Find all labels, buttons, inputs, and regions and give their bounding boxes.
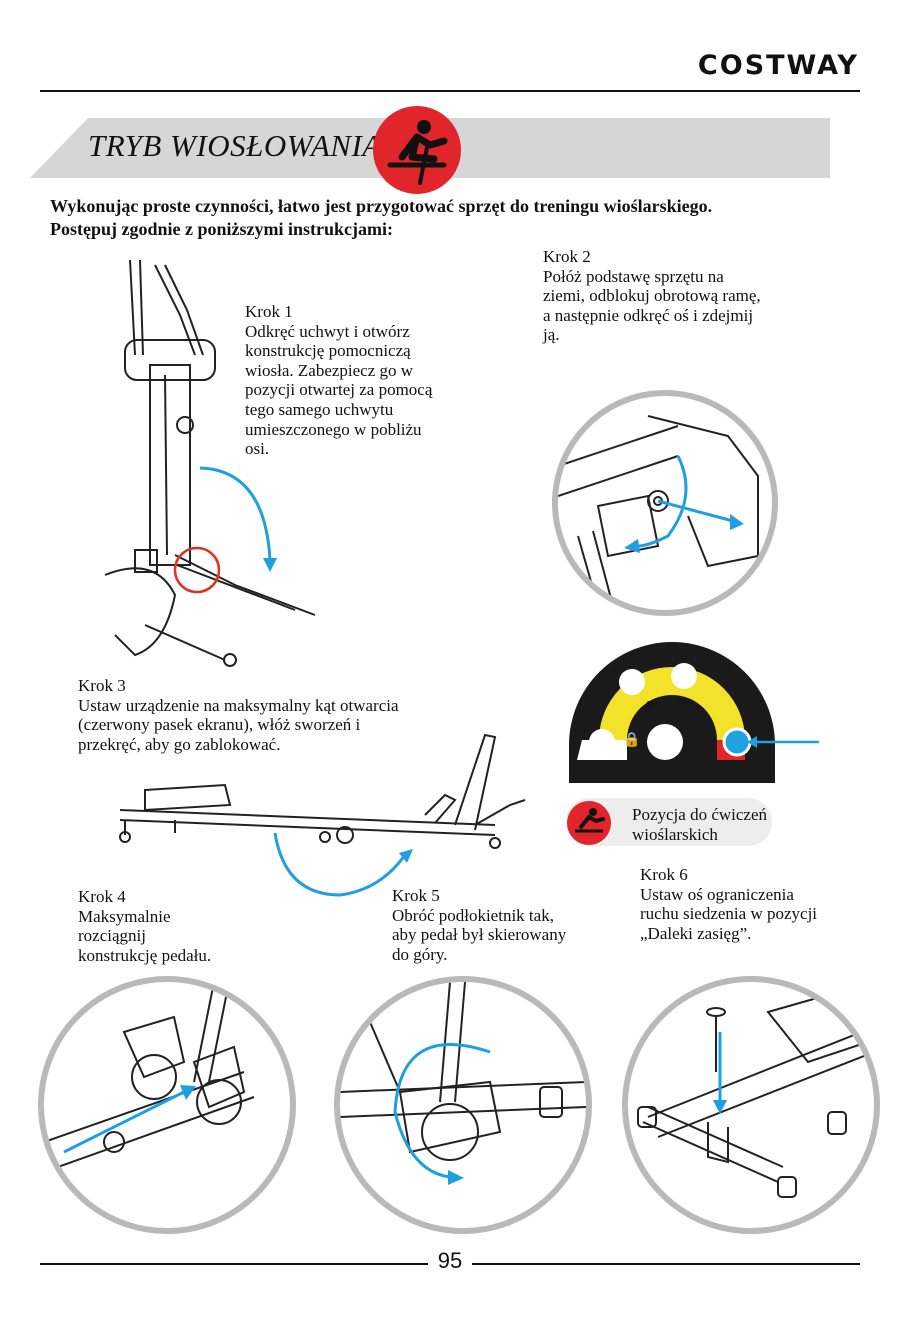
step1-line-7: osi. bbox=[245, 439, 270, 459]
step6-text: Krok 6 Ustaw oś ograniczenia ruchu siedz… bbox=[640, 865, 817, 943]
step6-line-1: Ustaw oś ograniczenia bbox=[640, 884, 794, 904]
step6-detail-drawing bbox=[637, 990, 874, 1198]
angle-dial bbox=[569, 642, 819, 783]
step3-line-3: przekręć, aby go zablokować. bbox=[78, 734, 281, 754]
step1-line-5: tego samego uchwytu bbox=[245, 399, 394, 419]
rower-icon bbox=[373, 106, 461, 194]
dial-angle-45: 45° bbox=[645, 700, 660, 709]
padlock-icon: 🔒 bbox=[623, 733, 641, 748]
step3-text: Krok 3 Ustaw urządzenie na maksymalny ką… bbox=[78, 676, 399, 754]
step2-title: Krok 2 bbox=[543, 247, 591, 266]
step3-title: Krok 3 bbox=[78, 676, 126, 695]
intro-text: Wykonując proste czynności, łatwo jest p… bbox=[50, 195, 850, 241]
step1-line-6: umieszczonego w pobliżu bbox=[245, 419, 422, 439]
step2-detail-drawing bbox=[558, 415, 759, 607]
step6-detail-circle bbox=[622, 976, 880, 1234]
footer-divider-left bbox=[40, 1263, 428, 1265]
step5-title: Krok 5 bbox=[392, 886, 440, 905]
step2-line-3: a następnie odkręć oś i zdejmij bbox=[543, 305, 754, 325]
step1-line-2: konstrukcję pomocniczą bbox=[245, 341, 411, 361]
step6-line-3: „Daleki zasięg”. bbox=[640, 923, 752, 943]
step5-detail-circle bbox=[334, 976, 592, 1234]
step1-arrow bbox=[199, 466, 277, 572]
step6-line-2: ruchu siedzenia w pozycji bbox=[640, 904, 818, 924]
step4-line-2: rozciągnij bbox=[78, 926, 146, 946]
step1-illustration bbox=[104, 259, 316, 667]
step2-text: Krok 2 Połóż podstawę sprzętu na ziemi, … bbox=[543, 247, 761, 345]
footer-divider-right bbox=[472, 1263, 860, 1265]
step1-line-3: wiosła. Zabezpiecz go w bbox=[245, 360, 414, 380]
step1-text: Krok 1 Odkręć uchwyt i otwórz konstrukcj… bbox=[245, 302, 432, 459]
step5-text: Krok 5 Obróć podłokietnik tak, aby pedał… bbox=[392, 886, 566, 964]
brand-logo: COSTWAY bbox=[697, 50, 859, 81]
step2-detail-circle bbox=[552, 390, 778, 616]
step4-line-1: Maksymalnie bbox=[78, 906, 171, 926]
step2-line-2: ziemi, odblokuj obrotową ramę, bbox=[543, 286, 761, 306]
step4-line-3: konstrukcję pedału. bbox=[78, 945, 212, 965]
step4-text: Krok 4 Maksymalnie rozciągnij konstrukcj… bbox=[78, 887, 211, 965]
step3-illustration bbox=[119, 733, 526, 897]
step2-line-4: ją. bbox=[543, 325, 560, 345]
step4-detail-circle bbox=[38, 976, 296, 1234]
dial-angle-30: 30° bbox=[677, 698, 692, 707]
intro-line-1: Wykonując proste czynności, łatwo jest p… bbox=[50, 196, 713, 216]
section-title: TRYB WIOSŁOWANIA bbox=[88, 128, 382, 163]
step4-detail-drawing bbox=[44, 982, 255, 1173]
rower-icon-small bbox=[567, 801, 611, 845]
page-number: 95 bbox=[437, 1248, 463, 1273]
intro-line-2: Postępuj zgodnie z poniższymi instrukcja… bbox=[50, 219, 393, 239]
step3-line-1: Ustaw urządzenie na maksymalny kąt otwar… bbox=[78, 695, 399, 715]
position-label-line-2: wioślarskich bbox=[632, 824, 718, 844]
position-label: Pozycja do ćwiczeń wioślarskich bbox=[632, 805, 767, 844]
step5-detail-drawing bbox=[340, 982, 586, 1185]
step4-title: Krok 4 bbox=[78, 887, 126, 906]
step3-line-2: (czerwony pasek ekranu), włóż sworzeń i bbox=[78, 715, 361, 735]
step1-title: Krok 1 bbox=[245, 302, 293, 321]
position-label-line-1: Pozycja do ćwiczeń bbox=[632, 805, 767, 824]
step5-line-2: aby pedał był skierowany bbox=[392, 925, 567, 945]
step2-line-1: Połóż podstawę sprzętu na bbox=[543, 266, 724, 286]
step1-line-1: Odkręć uchwyt i otwórz bbox=[245, 321, 410, 341]
step1-line-4: pozycji otwartej za pomocą bbox=[245, 380, 433, 400]
step5-line-3: do góry. bbox=[392, 944, 448, 964]
step6-title: Krok 6 bbox=[640, 865, 688, 884]
header-divider bbox=[40, 90, 860, 92]
step5-line-1: Obróć podłokietnik tak, bbox=[392, 905, 554, 925]
